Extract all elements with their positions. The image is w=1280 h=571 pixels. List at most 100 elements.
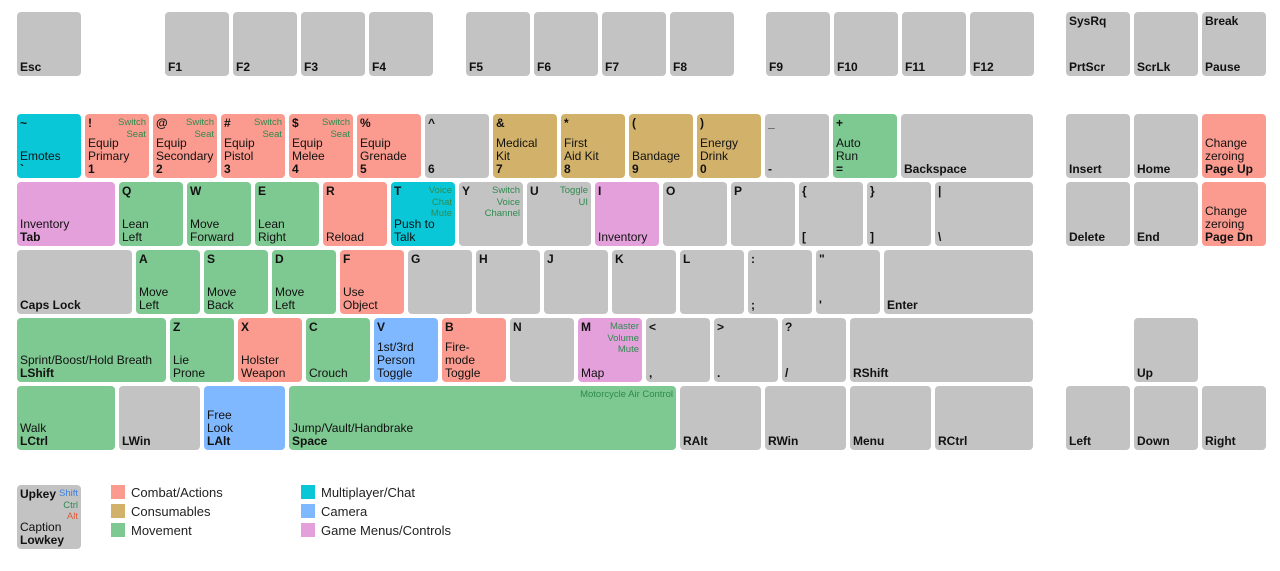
key-upper-label: & (496, 116, 505, 130)
key-k[interactable]: K (612, 250, 676, 314)
key-enter[interactable]: Enter (884, 250, 1033, 314)
key-lwin[interactable]: LWin (119, 386, 200, 450)
key-up[interactable]: Up (1134, 318, 1198, 382)
key-rshift[interactable]: RShift (850, 318, 1033, 382)
key-p[interactable]: P (731, 182, 795, 246)
key-delete[interactable]: Delete (1066, 182, 1130, 246)
key-f7[interactable]: F7 (602, 12, 666, 76)
key-capslock[interactable]: Caps Lock (17, 250, 132, 314)
key-g[interactable]: G (408, 250, 472, 314)
key-upper-label: B (445, 320, 454, 334)
key-6[interactable]: ^6 (425, 114, 489, 178)
key-f10[interactable]: F10 (834, 12, 898, 76)
key-h[interactable]: H (476, 250, 540, 314)
key-upper-label: M (581, 320, 591, 334)
key-ctrl-label: Switch Seat (322, 117, 350, 140)
key-f3[interactable]: F3 (301, 12, 365, 76)
key-f8[interactable]: F8 (670, 12, 734, 76)
key-caption: Map (581, 366, 605, 380)
key-tilde[interactable]: ~Emotes` (17, 114, 81, 178)
key-lbracket[interactable]: {[ (799, 182, 863, 246)
legend-swatch (301, 523, 315, 537)
key-f1[interactable]: F1 (165, 12, 229, 76)
key-lower-label: \ (938, 230, 942, 244)
key-rwin[interactable]: RWin (765, 386, 846, 450)
key-f5[interactable]: F5 (466, 12, 530, 76)
key-j[interactable]: J (544, 250, 608, 314)
key-quote[interactable]: "' (816, 250, 880, 314)
key-lower-label: ; (751, 298, 755, 312)
key-slash[interactable]: ?/ (782, 318, 846, 382)
key-esc[interactable]: Esc (17, 12, 81, 76)
key-f4[interactable]: F4 (369, 12, 433, 76)
key-ctrl-label: Motorcycle Air Control (580, 389, 673, 400)
key-l[interactable]: L (680, 250, 744, 314)
key-backspace[interactable]: Backspace (901, 114, 1033, 178)
legend-lowkey: Lowkey (20, 533, 65, 547)
key-upper-label: F (343, 252, 351, 266)
key-insert[interactable]: Insert (1066, 114, 1130, 178)
key-n[interactable]: N (510, 318, 574, 382)
key-down[interactable]: Down (1134, 386, 1198, 450)
key-left[interactable]: Left (1066, 386, 1130, 450)
key-equals[interactable]: +Auto Run= (833, 114, 897, 178)
key-comma[interactable]: <, (646, 318, 710, 382)
key-home[interactable]: Home (1134, 114, 1198, 178)
key-end[interactable]: End (1134, 182, 1198, 246)
key-f12[interactable]: F12 (970, 12, 1034, 76)
key-f9[interactable]: F9 (766, 12, 830, 76)
key-period[interactable]: >. (714, 318, 778, 382)
key-ralt[interactable]: RAlt (680, 386, 761, 450)
key-f2[interactable]: F2 (233, 12, 297, 76)
key-o[interactable]: O (663, 182, 727, 246)
key-rbracket[interactable]: }] (867, 182, 931, 246)
key-rctrl[interactable]: RCtrl (935, 386, 1033, 450)
key-scrlk[interactable]: ScrLk (1134, 12, 1198, 76)
key-f6[interactable]: F6 (534, 12, 598, 76)
key-menu[interactable]: Menu (850, 386, 931, 450)
key-caption: Move Left (139, 285, 169, 312)
key-f11[interactable]: F11 (902, 12, 966, 76)
key-right[interactable]: Right (1202, 386, 1266, 450)
key-backslash[interactable]: |\ (935, 182, 1033, 246)
key-upper-label: E (258, 184, 267, 198)
key-semicolon[interactable]: :; (748, 250, 812, 314)
key-minus[interactable]: _- (765, 114, 829, 178)
